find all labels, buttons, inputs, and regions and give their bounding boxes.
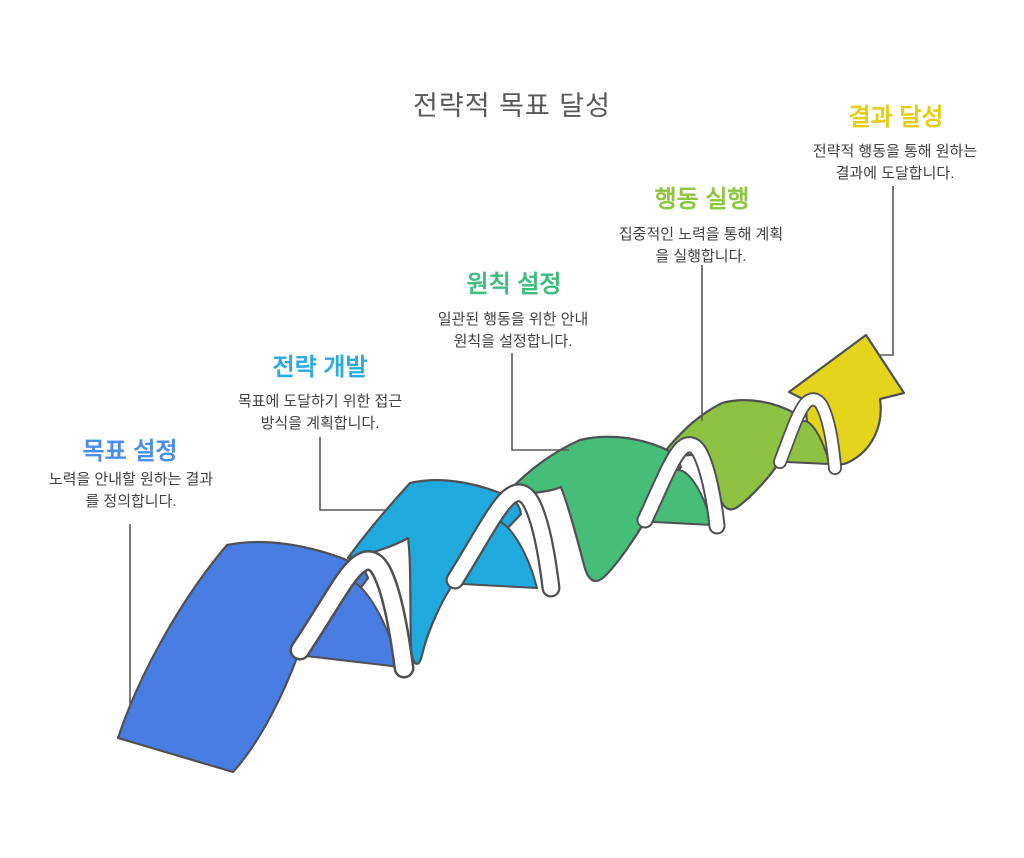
stage-3-description: 일관된 행동을 위한 안내 원칙을 설정합니다. xyxy=(393,309,633,353)
page-title: 전략적 목표 달성 xyxy=(413,91,611,121)
connector-line-2 xyxy=(319,437,386,511)
connector-line-5 xyxy=(879,186,894,356)
stage-3-desc-line-2: 원칙을 설정합니다. xyxy=(453,332,573,350)
stage-2-label: 전략 개발 xyxy=(272,354,368,381)
ribbon-curl-3 xyxy=(638,438,724,533)
stage-2-desc-line-2: 방식을 계획합니다. xyxy=(260,414,380,432)
stage-1-label: 목표 설정 xyxy=(82,438,178,465)
stage-5-label: 결과 달성 xyxy=(848,104,944,131)
stage-1-desc-line-1: 노력을 안내할 원하는 결과 xyxy=(48,471,214,488)
stage-1-description: 노력을 안내할 원하는 결과 를 정의합니다. xyxy=(11,469,251,513)
stage-3-label: 원칙 설정 xyxy=(466,271,562,298)
stage-4-description: 집중적인 노력을 통해 계획 을 실행합니다. xyxy=(581,224,821,268)
stage-4-desc-line-1: 집중적인 노력을 통해 계획 xyxy=(618,226,784,243)
stage-3-desc-line-1: 일관된 행동을 위한 안내 xyxy=(437,311,589,328)
ribbon-curl-2 xyxy=(447,485,559,596)
connector-line-3 xyxy=(511,353,569,451)
stage-4-desc-line-2: 을 실행합니다. xyxy=(655,247,747,265)
stage-2-description: 목표에 도달하기 위한 접근 방식을 계획합니다. xyxy=(200,391,440,435)
stage-5-desc-line-1: 전략적 행동을 통해 원하는 xyxy=(812,143,978,160)
ribbon-curl-1 xyxy=(292,552,412,676)
stage-2-desc-line-1: 목표에 도달하기 위한 접근 xyxy=(237,393,403,410)
stage-5-description: 전략적 행동을 통해 원하는 결과에 도달합니다. xyxy=(775,141,1015,185)
stage-1-desc-line-2: 를 정의합니다. xyxy=(85,492,177,510)
stage-5-desc-line-2: 결과에 도달합니다. xyxy=(835,164,955,182)
stage-4-label: 행동 실행 xyxy=(654,186,750,213)
ribbon-curl-4 xyxy=(774,394,841,474)
